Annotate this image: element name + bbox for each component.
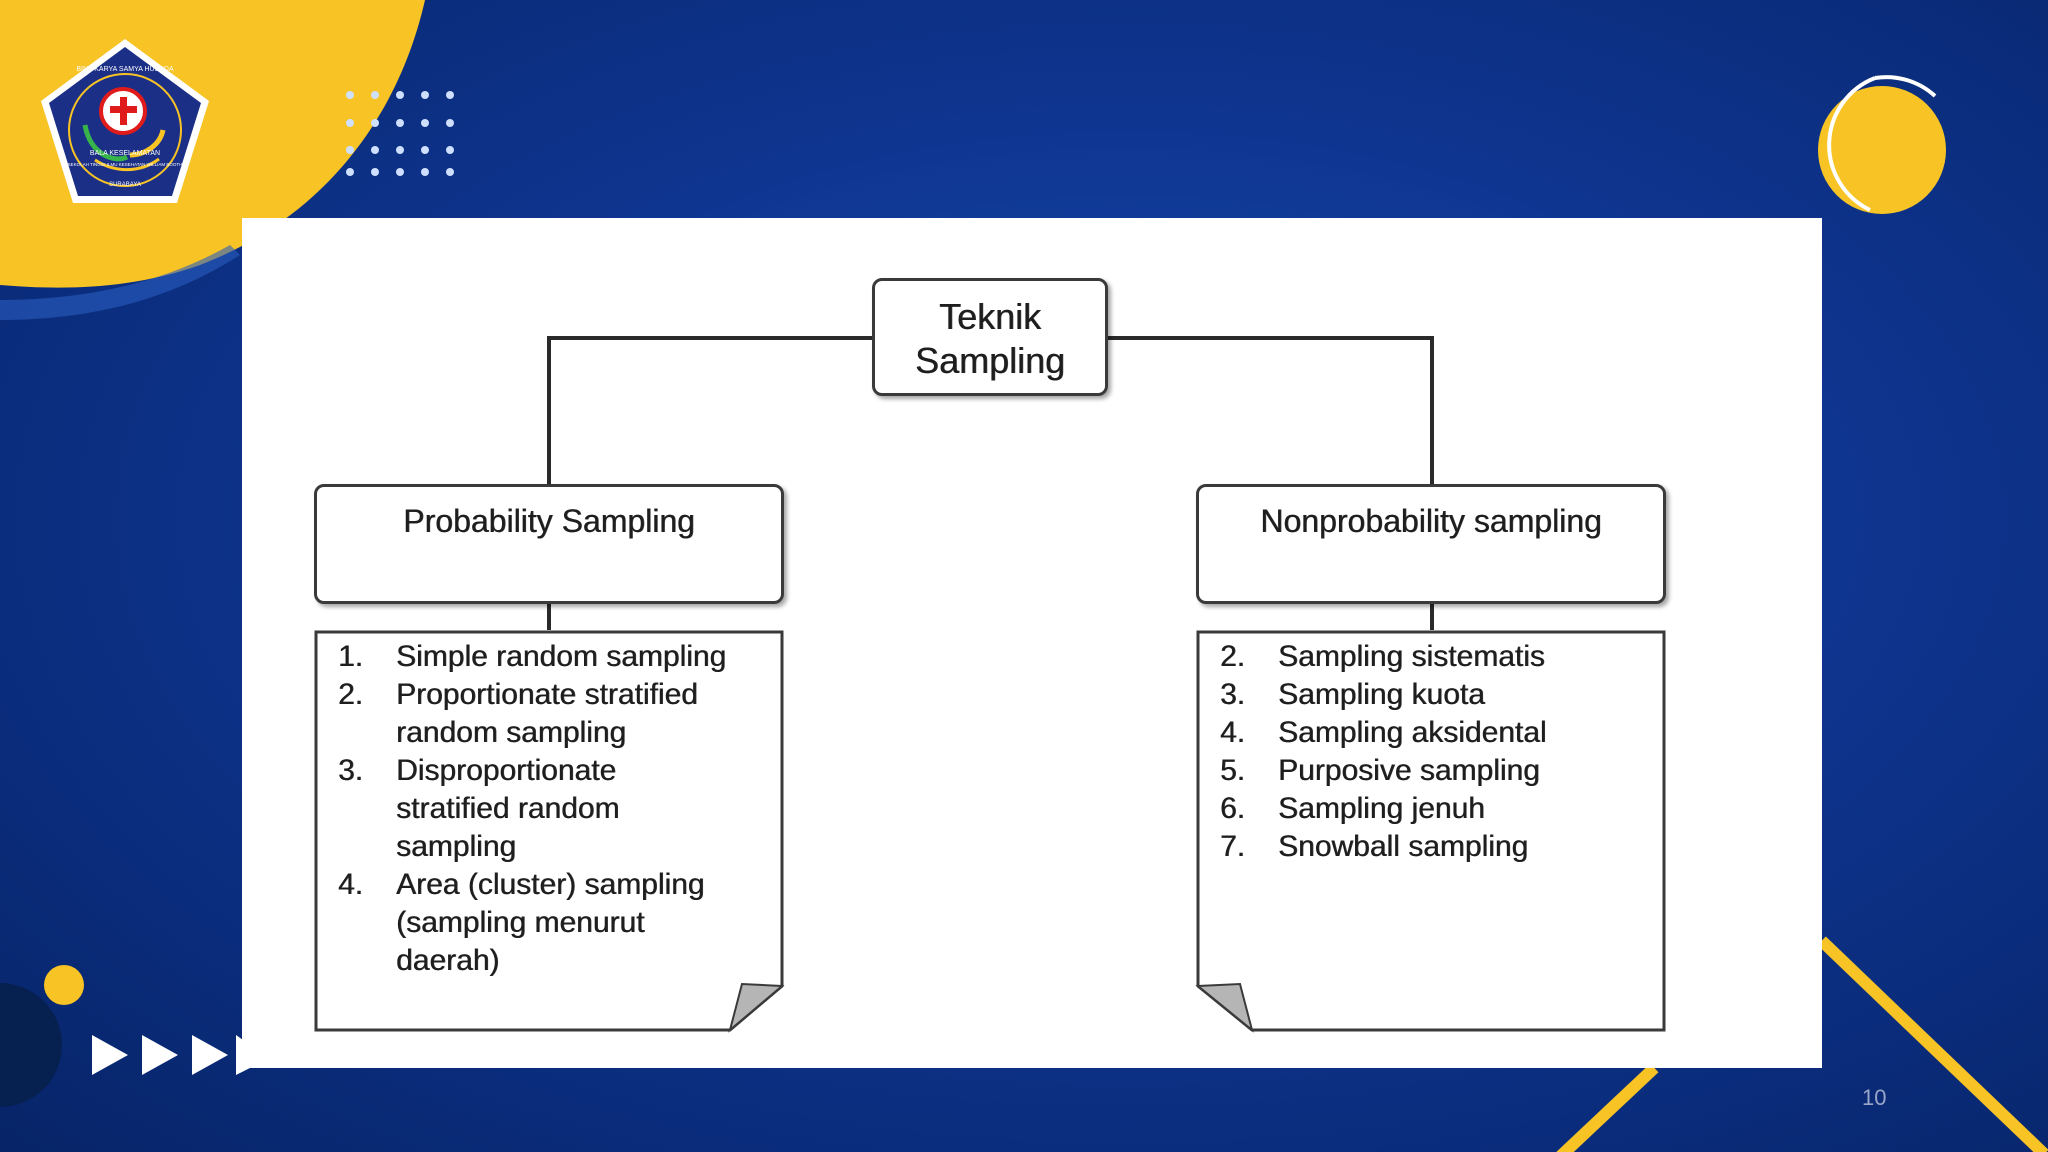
logo-inner-text-1: BALA KESELAMATAN [90,150,160,157]
yellow-lines-bottom-right [1556,936,2048,1152]
list-item-text: Snowball sampling [1278,830,1529,863]
nonprobability-list: 2. Sampling sistematis 3. Sampling kuota… [1220,638,1640,866]
list-item-text: Purposive sampling [1278,754,1540,787]
dark-circle-bottom-left [0,983,62,1107]
content-panel: Teknik Sampling Probability Sampling Non… [242,218,1822,1068]
play-arrows [92,1035,250,1075]
blue-swoosh-left [0,245,240,320]
list-item-text: Disproportionate stratified random sampl… [396,754,620,863]
list-item-number: 6. [1220,792,1246,825]
list-item-number: 1. [338,640,364,673]
probability-list-note [314,630,785,1033]
list-item: 6. Sampling jenuh [1220,790,1640,828]
list-item-number: 5. [1220,754,1246,787]
list-item-text: Proportionate stratified random sampling [396,678,698,749]
nonprobability-sampling-box: Nonprobability sampling [1196,484,1666,604]
nonprobability-sampling-label: Nonprobability sampling [1260,503,1602,539]
list-item-number: 7. [1220,830,1246,863]
list-item: 3. Sampling kuota [1220,676,1640,714]
list-item-number: 3. [1220,678,1246,711]
connector-root-right [1108,336,1434,488]
list-item-number: 2. [338,678,364,711]
list-item-text: Area (cluster) sampling (sampling menuru… [396,868,705,977]
probability-list: 1. Simple random sampling 2. Proportiona… [338,638,758,980]
yellow-dot-bottom-left [44,965,84,1005]
list-item: 4. Area (cluster) sampling (sampling men… [338,866,758,980]
list-item-number: 4. [338,868,364,901]
list-item: 5. Purposive sampling [1220,752,1640,790]
list-item: 4. Sampling aksidental [1220,714,1640,752]
folded-corner-icon [1195,982,1254,1033]
folded-corner-icon [728,982,785,1033]
list-item-number: 2. [1220,640,1246,673]
probability-sampling-box: Probability Sampling [314,484,784,604]
logo-inner-text-2: SEKOLAH TINGGI ILMU KESEHATAN WILLIAM BO… [68,162,183,167]
yellow-circle-top-right [1818,86,1946,214]
list-item-text: Sampling kuota [1278,678,1485,711]
list-item-number: 3. [338,754,364,787]
root-node-box: Teknik Sampling [872,278,1108,396]
list-item: 2. Proportionate stratified random sampl… [338,676,758,752]
probability-sampling-label: Probability Sampling [403,503,695,539]
connector-lines [547,336,1434,630]
connector-root-left [547,336,872,488]
logo-city: SURABAYA [109,182,141,188]
dot-grid [271,91,329,176]
list-item-text: Simple random sampling [396,640,727,673]
page-number: 10 [1862,1085,1887,1110]
list-item-text: Sampling aksidental [1278,716,1547,749]
logo-ring-text: BINA KARYA SAMYA HUSADA [76,66,174,73]
list-item-number: 4. [1220,716,1246,749]
root-node-label: Teknik Sampling [914,296,1066,381]
list-item: 7. Snowball sampling [1220,828,1640,866]
dot-grid-light [346,91,454,176]
list-item: 2. Sampling sistematis [1220,638,1640,676]
list-item: 3. Disproportionate stratified random sa… [338,752,758,866]
list-item: 1. Simple random sampling [338,638,758,676]
institution-logo: BALA KESELAMATAN SEKOLAH TINGGI ILMU KES… [41,39,209,203]
list-item-text: Sampling sistematis [1278,640,1545,673]
nonprobability-list-note [1195,630,1666,1033]
white-arc-top-right [1827,76,1876,212]
list-item-text: Sampling jenuh [1278,792,1485,825]
